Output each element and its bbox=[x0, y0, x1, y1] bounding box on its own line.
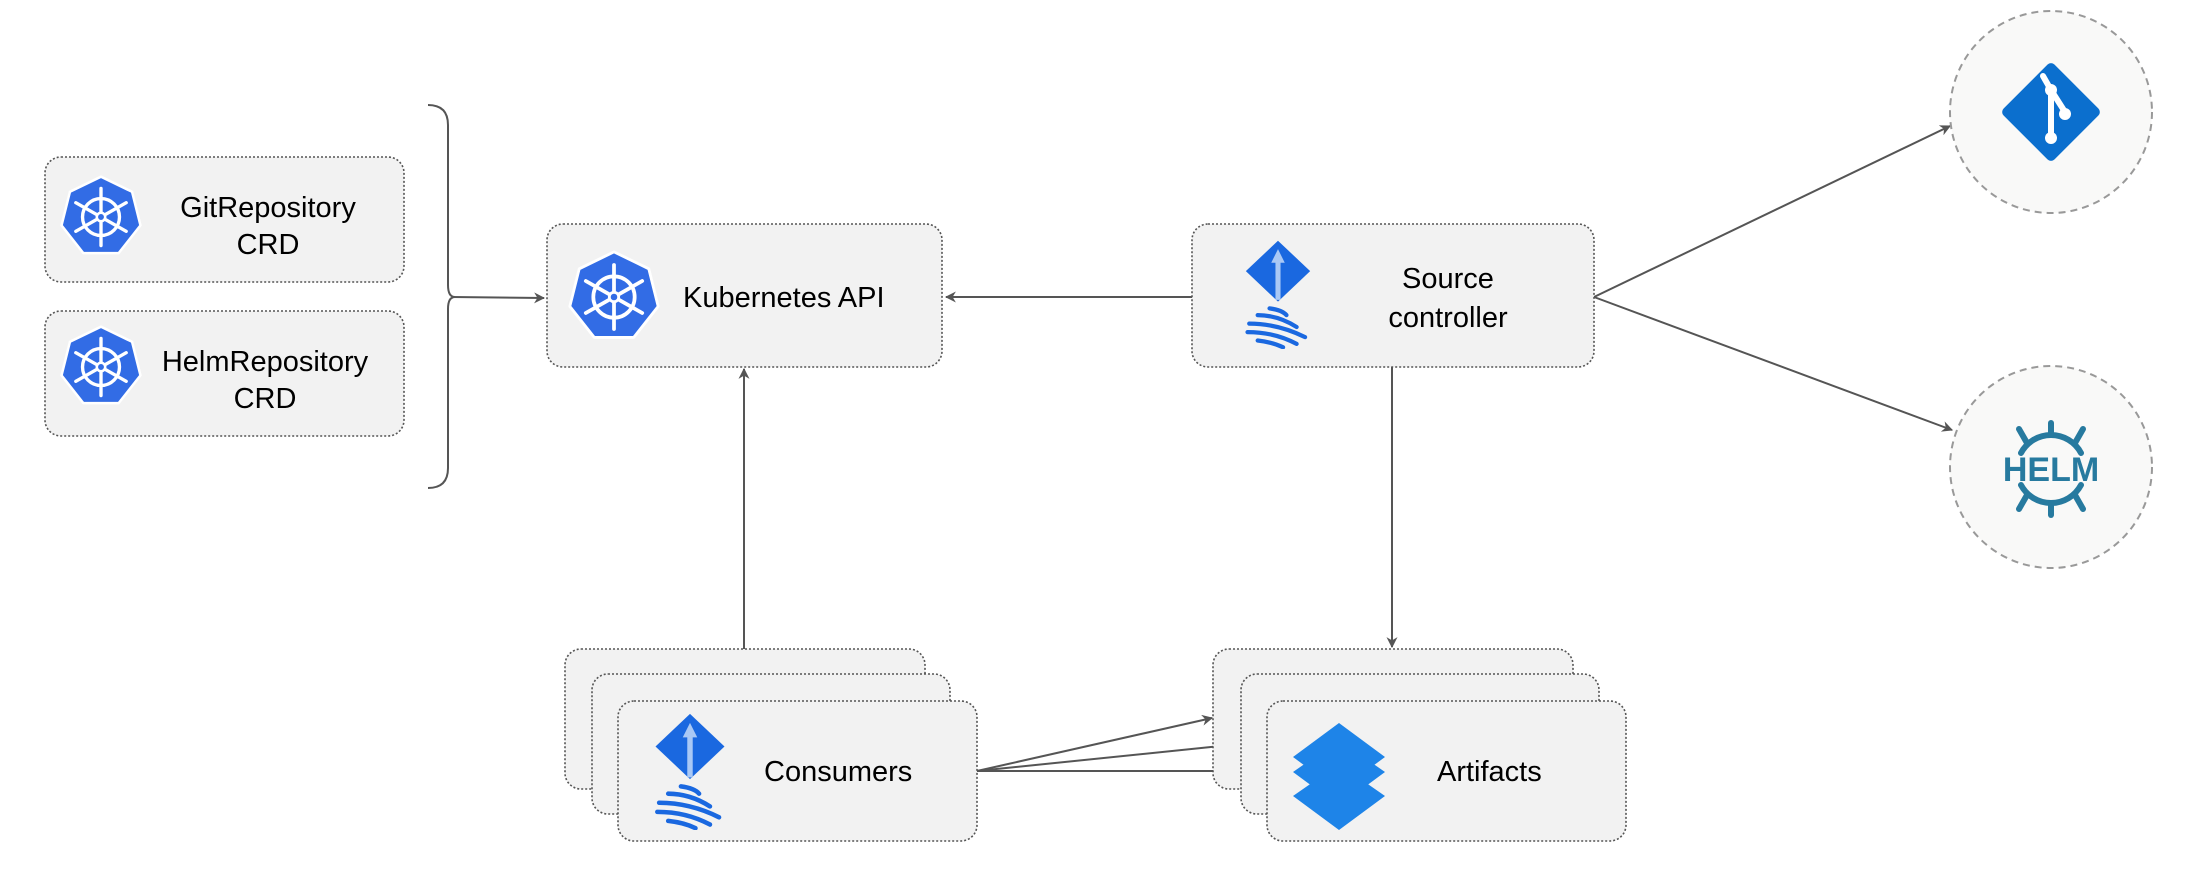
edge-consumers-to-artifacts-2 bbox=[976, 739, 1242, 772]
edge-crds-to-kubernetes-api bbox=[451, 292, 546, 304]
source-controller-node[interactable]: Source controller bbox=[1191, 223, 1595, 368]
node-label: HelmRepository bbox=[162, 346, 369, 378]
consumers-node[interactable]: Consumers bbox=[564, 648, 978, 842]
edge-consumers-to-artifacts-1 bbox=[976, 714, 1214, 772]
artifacts-node[interactable]: Artifacts bbox=[1212, 648, 1627, 842]
node-label: GitRepository bbox=[180, 192, 356, 224]
crd-brace bbox=[427, 104, 456, 489]
node-label: Consumers bbox=[764, 756, 912, 788]
node-label: Kubernetes API bbox=[683, 282, 885, 314]
git-repository-source[interactable] bbox=[1949, 10, 2153, 214]
helm-repository-source[interactable]: HELM bbox=[1949, 365, 2153, 569]
node-label: Artifacts bbox=[1437, 756, 1542, 788]
edge-source-controller-to-git bbox=[1593, 125, 1951, 298]
edge-source-controller-to-helm bbox=[1593, 296, 1954, 432]
node-label: Source bbox=[1402, 263, 1494, 295]
node-label: CRD bbox=[234, 383, 297, 415]
kubernetes-api-node[interactable]: Kubernetes API bbox=[546, 223, 943, 368]
git-repository-crd-node[interactable]: GitRepository CRD bbox=[44, 156, 405, 283]
helm-repository-crd-node[interactable]: HelmRepository CRD bbox=[44, 310, 405, 437]
helm-icon: HELM bbox=[2003, 420, 2099, 518]
layers-icon bbox=[1293, 723, 1385, 830]
git-icon bbox=[2002, 63, 2100, 161]
node-label: controller bbox=[1388, 302, 1508, 334]
node-label: CRD bbox=[237, 229, 300, 261]
helm-logo-text: HELM bbox=[2003, 451, 2099, 489]
